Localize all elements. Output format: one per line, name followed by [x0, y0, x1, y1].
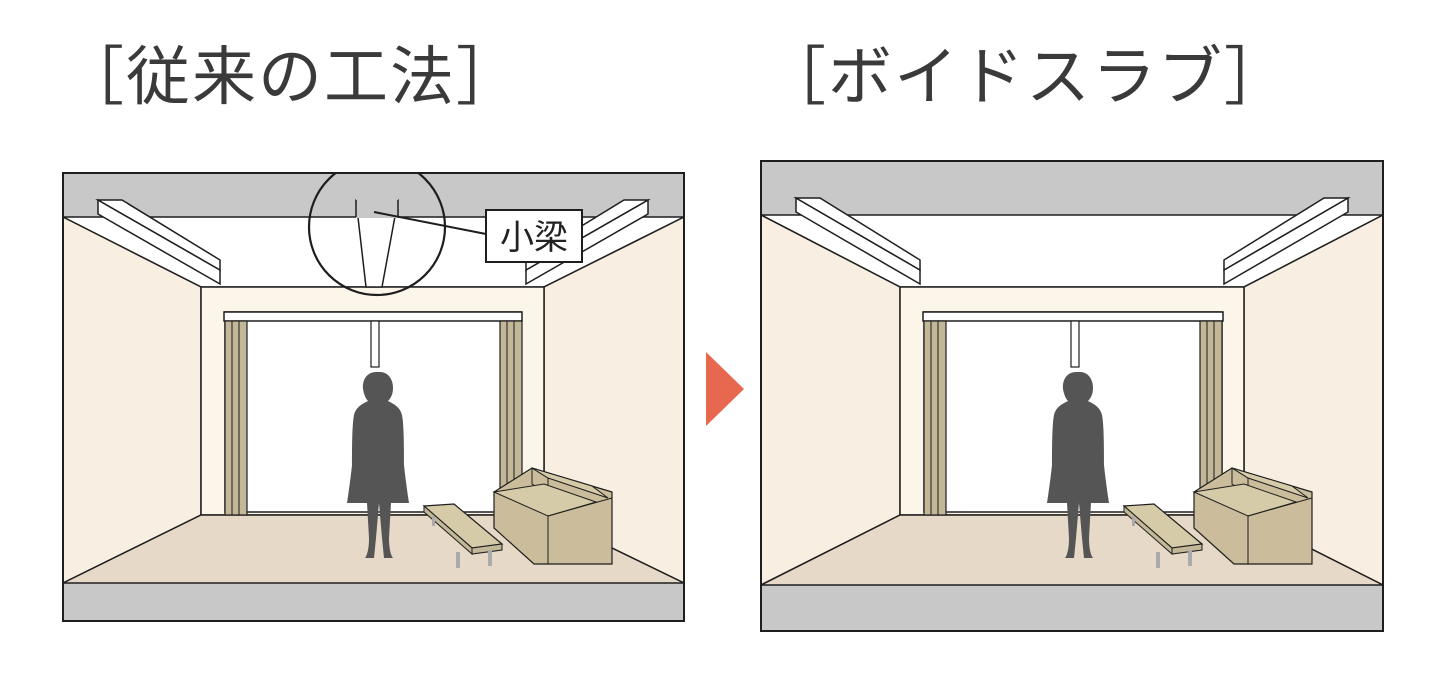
- beam-left-face: [95, 199, 221, 272]
- curtain-rail: [922, 311, 1224, 322]
- coffee-table: [1122, 503, 1204, 568]
- curtain-left: [224, 320, 248, 516]
- callout-label-box: [485, 209, 583, 263]
- curtain-right: [1199, 320, 1223, 516]
- floor-slab: [63, 583, 684, 621]
- title-conventional-method: ［従来の工法］: [60, 41, 522, 115]
- window-mullion: [370, 320, 380, 368]
- floor-slab: [761, 585, 1383, 631]
- sofa: [492, 467, 613, 565]
- beam-right-face: [1223, 197, 1351, 272]
- callout-leader-line: [373, 211, 487, 235]
- person-silhouette: [347, 372, 409, 558]
- callout-circle: [307, 172, 447, 297]
- curtain-left: [923, 320, 947, 516]
- title-void-slab: ［ボイドスラブ］: [762, 41, 1290, 115]
- triangle-right-icon: [706, 352, 746, 430]
- curtain-rail: [223, 311, 523, 322]
- beam-left-face: [793, 197, 921, 272]
- callout-label: 小梁: [500, 218, 568, 258]
- sofa: [1192, 467, 1313, 565]
- window-mullion: [1070, 320, 1080, 368]
- coffee-table: [422, 503, 504, 568]
- conventional-room-illustration: 小梁: [62, 172, 685, 622]
- void-slab-room-illustration: [760, 160, 1384, 632]
- person-silhouette: [1047, 372, 1109, 558]
- ceiling-slab: [761, 161, 1383, 215]
